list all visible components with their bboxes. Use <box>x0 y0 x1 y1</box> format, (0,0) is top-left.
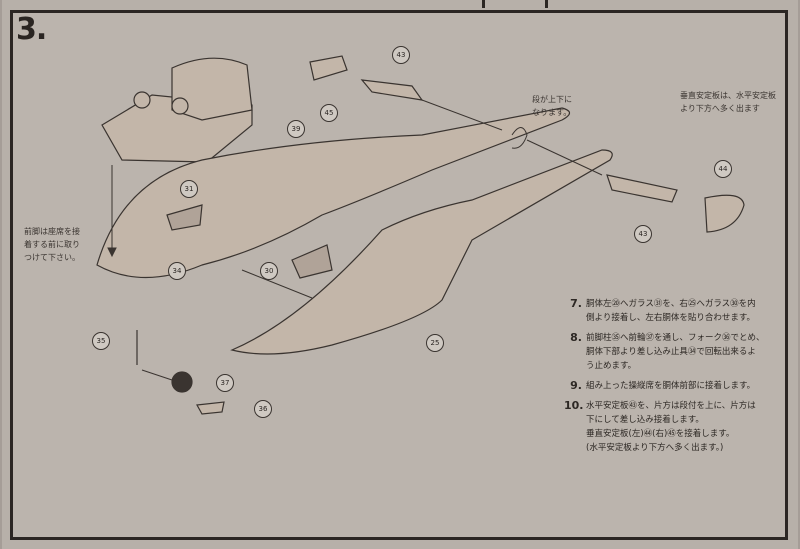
rear-seat <box>171 57 253 121</box>
stab-hook <box>511 127 528 149</box>
callout: 43 <box>634 225 652 243</box>
callout: 31 <box>180 180 198 198</box>
callout: 30 <box>260 262 278 280</box>
nose-wheel <box>171 371 193 393</box>
callout: 36 <box>254 400 272 418</box>
windshield-right <box>291 244 333 279</box>
horizontal-stabilizer-bottom <box>606 174 678 203</box>
instruction-step: 8. 前脚柱㉟へ前輪㊲を通し、フォーク㊱でとめ、 胴体下部より差し込み止具㉞で回… <box>570 331 765 371</box>
callout: 37 <box>216 374 234 392</box>
callout: 45 <box>320 104 338 122</box>
callout: 34 <box>168 262 186 280</box>
step-number: 3. <box>16 12 47 47</box>
window-leader <box>241 269 313 299</box>
passenger-figure <box>171 97 189 115</box>
note-vertical-stabilizer: 垂直安定板は、水平安定板 より下方へ多く出ます <box>680 91 776 113</box>
instruction-step: 10. 水平安定板㊸を、片方は段付を上に、片方は 下にして差し込み接着します。 … <box>564 399 756 453</box>
right-fuselage-half <box>230 149 613 355</box>
stab-leader <box>421 99 503 131</box>
left-fuselage-half <box>96 107 571 278</box>
instruction-list: 7. 胴体左⑳へガラス㉛を、右㉕へガラス㉚を内 側より接着し、左右胴体を貼り合わ… <box>564 297 778 461</box>
callout: 44 <box>714 160 732 178</box>
sheet-top-divider <box>482 0 548 8</box>
callout: 35 <box>92 332 110 350</box>
callout: 43 <box>392 46 410 64</box>
note-stabilizer-step: 段が上下に なります。 <box>532 95 572 117</box>
horizontal-stabilizer-top <box>360 79 424 101</box>
callout: 25 <box>426 334 444 352</box>
vertical-stabilizer-right <box>309 55 348 81</box>
instruction-step: 7. 胴体左⑳へガラス㉛を、右㉕へガラス㉚を内 側より接着し、左右胴体を貼り合わ… <box>570 297 756 323</box>
gear-leader <box>141 369 173 381</box>
instruction-step: 9. 組み上った操縦席を胴体前部に接着します。 <box>570 379 756 392</box>
callout: 39 <box>287 120 305 138</box>
stab-leader-2 <box>526 139 603 176</box>
pilot-figure <box>133 91 151 109</box>
note-nose-gear: 前脚は座席を接 着する前に取り つけて下さい。 <box>24 227 80 262</box>
vertical-stabilizer-left <box>704 194 745 233</box>
windshield-left <box>166 204 203 231</box>
gear-fork <box>196 401 225 415</box>
